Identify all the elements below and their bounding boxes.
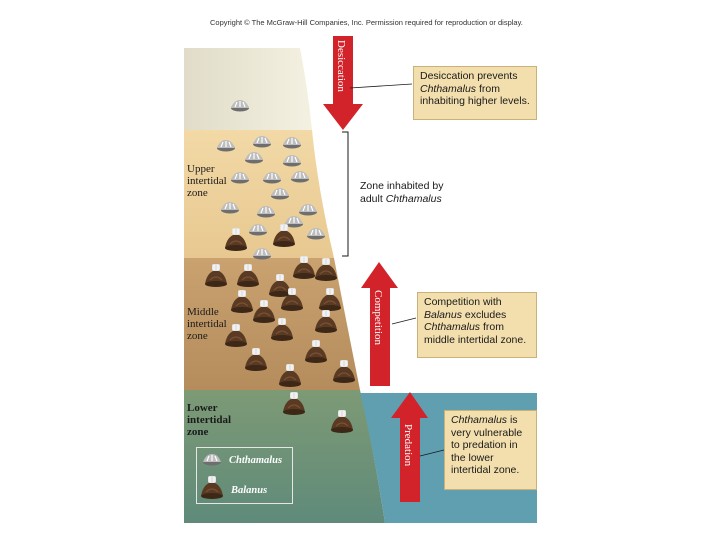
- adult-zone-bracket: [342, 131, 349, 257]
- cliff-top: [184, 48, 312, 130]
- desiccation-label: Desiccation: [335, 40, 347, 92]
- species-legend: [196, 447, 293, 504]
- predation-callout: Chthamalus is very vulnerable to predati…: [444, 410, 537, 490]
- adult-zone-label: Zone inhabited by adult Chthamalus: [360, 180, 444, 205]
- copyright-notice: Copyright © The McGraw-Hill Companies, I…: [210, 18, 523, 27]
- predation-pointer: [419, 449, 445, 457]
- legend-chthamalus-label: Chthamalus: [229, 455, 283, 466]
- predation-label: Predation: [402, 424, 414, 467]
- desiccation-callout: Desiccation prevents Chthamalus from inh…: [413, 66, 537, 120]
- desiccation-arrow: [323, 36, 363, 130]
- legend-balanus-label: Balanus: [231, 485, 268, 496]
- competition-arrow: [361, 262, 398, 386]
- competition-pointer: [391, 317, 417, 325]
- competition-callout: Competition with Balanus excludes Chtham…: [417, 292, 537, 358]
- desiccation-pointer: [349, 83, 413, 89]
- competition-label: Competition: [372, 290, 384, 345]
- predation-arrow: [391, 392, 428, 502]
